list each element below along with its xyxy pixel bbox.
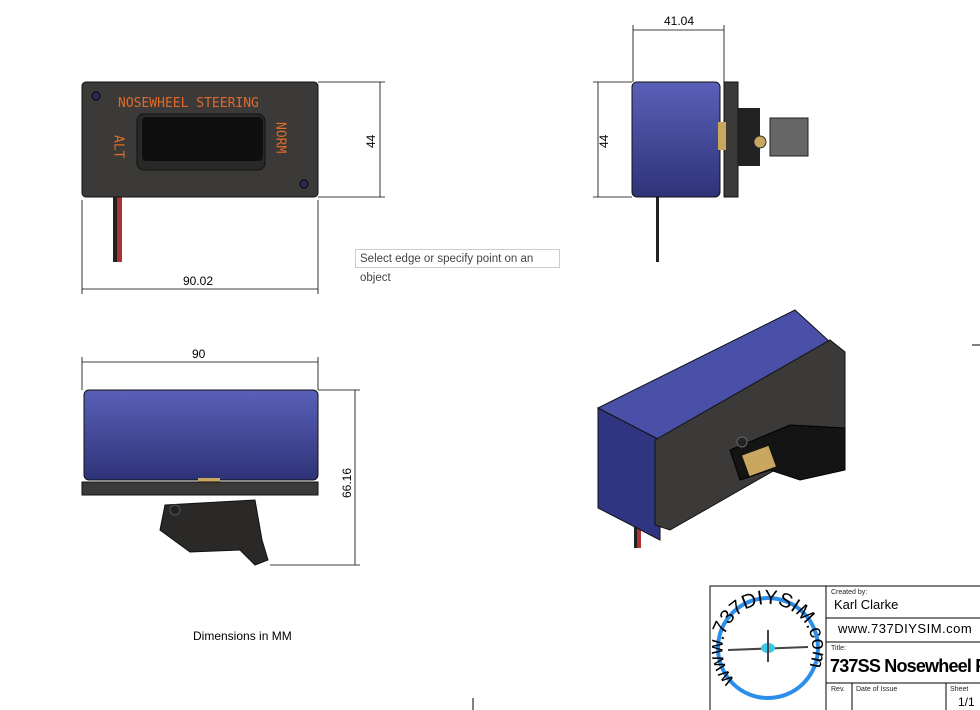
rev-label: Rev. bbox=[831, 686, 845, 693]
dim-top-width: 90 bbox=[192, 347, 206, 361]
sheet-value: 1/1 bbox=[958, 695, 975, 709]
norm-label: NORM bbox=[273, 122, 288, 153]
dim-front-height: 44 bbox=[364, 134, 378, 148]
side-view bbox=[631, 81, 809, 262]
drawing-title: 737SS Nosewheel Panel bbox=[830, 656, 980, 676]
dim-side-depth: 41.04 bbox=[664, 14, 694, 28]
side-dimensions bbox=[593, 25, 725, 198]
dim-side-height: 44 bbox=[597, 134, 611, 148]
created-by-value: Karl Clarke bbox=[834, 597, 899, 612]
panel-title-label: NOSEWHEEL STEERING bbox=[118, 96, 259, 111]
date-label: Date of Issue bbox=[856, 686, 898, 693]
units-note: Dimensions in MM bbox=[193, 629, 292, 643]
logo: www.737DIYSIM.com bbox=[705, 587, 830, 700]
alt-label: ALT bbox=[111, 135, 126, 159]
website: www.737DIYSIM.com bbox=[838, 621, 973, 636]
screw-icon bbox=[299, 179, 309, 189]
screw-icon bbox=[91, 91, 101, 101]
dim-top-height: 66.16 bbox=[340, 468, 354, 498]
top-view bbox=[81, 389, 319, 566]
sheet-label: Sheet bbox=[950, 686, 969, 693]
title-label: Title: bbox=[831, 645, 846, 652]
created-by-label: Created by: bbox=[831, 589, 868, 596]
top-dimensions bbox=[81, 357, 360, 566]
front-view: NOSEWHEEL STEERING ALT NORM bbox=[81, 81, 319, 262]
tooltip: Select edge or specify point on an objec… bbox=[355, 249, 560, 284]
toggle-switch bbox=[142, 117, 263, 161]
title-block bbox=[709, 585, 980, 710]
dim-front-width: 90.02 bbox=[183, 274, 213, 288]
isometric-view bbox=[596, 309, 846, 548]
front-dimensions bbox=[81, 81, 385, 294]
